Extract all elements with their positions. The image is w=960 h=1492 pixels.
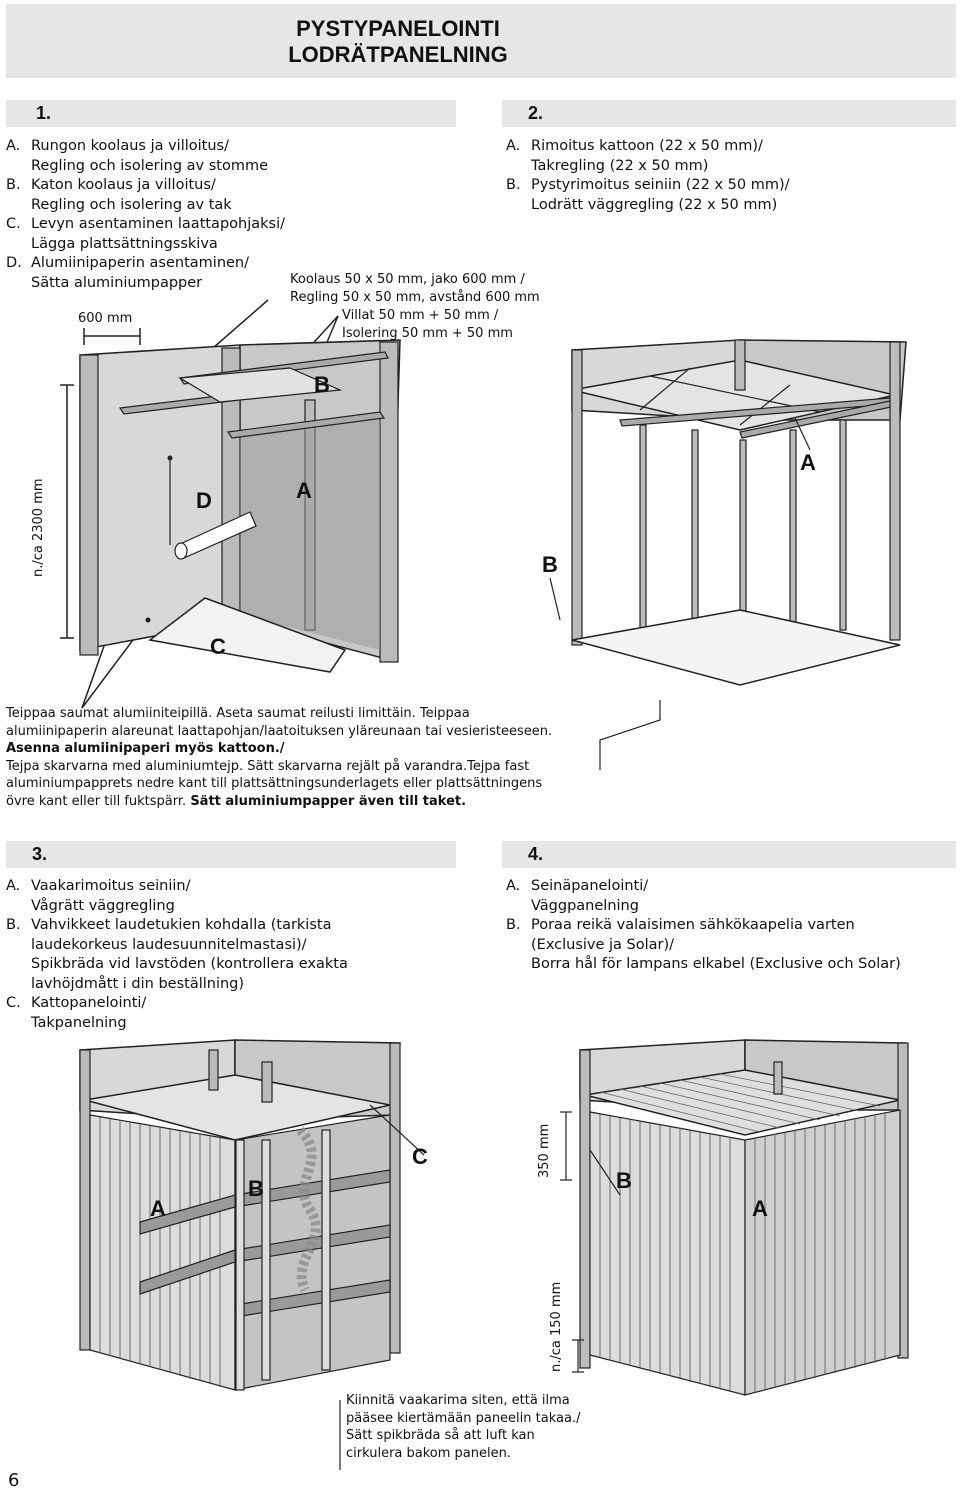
step-1-item-b: B.Katon koolaus ja villoitus/Regling och… [6, 177, 232, 213]
label-a: A [296, 478, 312, 503]
step-2-item-a: A.Rimoitus kattoon (22 x 50 mm)/Takregli… [506, 138, 763, 174]
step-2-label-a: A [800, 450, 816, 475]
note-step-4: Kiinnitä vaakarima siten, että ilma pääs… [346, 1393, 581, 1461]
step-1-list: A.Rungon koolaus ja villoitus/Regling oc… [6, 137, 285, 293]
step-3-item-a: A.Vaakarimoitus seiniin/ Vågrätt väggreg… [6, 878, 191, 914]
step-4-label-a: A [752, 1196, 768, 1221]
step-4-label-b: B [616, 1168, 632, 1193]
step-1-item-d: D.Alumiinipaperin asentaminen/Sätta alum… [6, 255, 250, 291]
label-c: C [210, 634, 226, 659]
step-3-list: A.Vaakarimoitus seiniin/ Vågrätt väggreg… [6, 877, 348, 1033]
step-2-list: A.Rimoitus kattoon (22 x 50 mm)/Takregli… [506, 137, 790, 215]
step-3-item-c: C.Kattopanelointi/ Takpanelning [6, 995, 147, 1031]
title-fi: PYSTYPANELOINTI [296, 16, 500, 41]
step-4-list: A.Seinäpanelointi/ Väggpanelning B.Poraa… [506, 877, 901, 975]
step-2-number: 2. [528, 103, 544, 123]
label-d: D [196, 488, 212, 513]
step-4-number: 4. [528, 844, 544, 864]
step-1-bar: 1. [6, 100, 456, 127]
callout-framing-2: Regling 50 x 50 mm, avstånd 600 mm [290, 290, 540, 305]
step-3-label-a: A [150, 1196, 166, 1221]
title-sv: LODRÄTPANELNING [288, 42, 508, 67]
label-b: B [314, 372, 330, 397]
step-2-bar: 2. [502, 100, 956, 127]
step-3-bar: 3. [6, 841, 456, 868]
step-1-number: 1. [36, 103, 52, 123]
callout-insulation-1: Villat 50 mm + 50 mm / [342, 308, 499, 323]
page-number: 6 [8, 1470, 20, 1491]
title-banner: PYSTYPANELOINTI LODRÄTPANELNING [6, 4, 956, 78]
step-3-number: 3. [32, 844, 48, 864]
step-3-label-c: C [412, 1144, 428, 1169]
step-4-item-a: A.Seinäpanelointi/ Väggpanelning [506, 878, 649, 914]
step-3-item-b: B.Vahvikkeet laudetukien kohdalla (tarki… [6, 917, 348, 992]
step-2-item-b: B.Pystyrimoitus seiniin (22 x 50 mm)/Lod… [506, 177, 790, 213]
dim-600mm: 600 mm [78, 311, 133, 326]
step-2-label-b: B [542, 552, 558, 577]
step-4-item-b: B.Poraa reikä valaisimen sähkökaapelia v… [506, 917, 901, 972]
step-3-label-b: B [248, 1176, 264, 1201]
callout-framing-1: Koolaus 50 x 50 mm, jako 600 mm / [290, 272, 525, 287]
step-4-bar: 4. [502, 841, 956, 868]
step-1-item-a: A.Rungon koolaus ja villoitus/Regling oc… [6, 138, 269, 174]
note-step-1: Teippaa saumat alumiiniteipillä. Aseta s… [6, 706, 553, 809]
step-1-item-c: C.Levyn asentaminen laattapohjaksi/Lägga… [6, 216, 285, 252]
callout-insulation-2: Isolering 50 mm + 50 mm [342, 326, 513, 341]
